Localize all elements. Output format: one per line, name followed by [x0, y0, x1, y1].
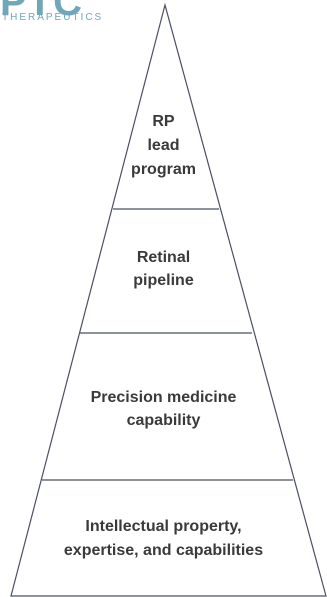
company-logo: PTC THERAPEUTICS — [0, 0, 150, 36]
logo-subtext: THERAPEUTICS — [2, 12, 104, 23]
tier-rp-lead-program: RP lead program — [131, 113, 196, 178]
pyramid-outline — [10, 2, 327, 597]
logo-mark: PTC — [0, 0, 83, 24]
tier-retinal-pipeline: Retinal pipeline — [133, 249, 194, 289]
tier-intellectual-property: Intellectual property, expertise, and ca… — [63, 518, 264, 559]
tier-precision-medicine: Precision medicine capability — [90, 389, 237, 429]
